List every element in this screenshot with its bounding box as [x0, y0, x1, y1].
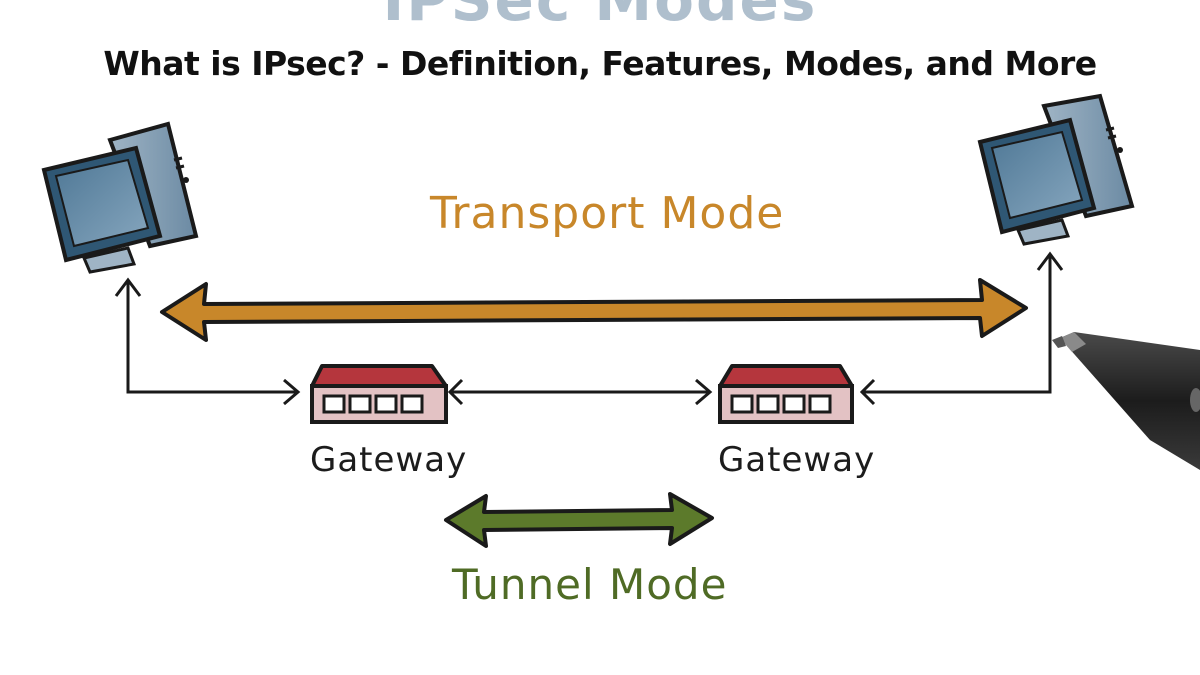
- banner-title: What is IPsec? - Definition, Features, M…: [103, 44, 1097, 83]
- tunnel-mode-label: Tunnel Mode: [452, 560, 728, 609]
- gateway-right-label: Gateway: [718, 440, 876, 480]
- stylus-pen-icon: [1052, 332, 1200, 470]
- tunnel-mode-arrow: [444, 492, 714, 548]
- connector-middle: [447, 378, 713, 406]
- transport-mode-label: Transport Mode: [430, 188, 785, 239]
- cropped-title: IPSec Modes: [382, 0, 818, 34]
- gateway-right-icon: [718, 364, 854, 424]
- connector-left: [114, 277, 301, 406]
- computer-right-icon: [977, 93, 1135, 246]
- transport-mode-arrow: [160, 278, 1028, 342]
- gateway-left-icon: [310, 364, 448, 424]
- computer-left-icon: [41, 121, 199, 274]
- gateway-left-label: Gateway: [310, 440, 468, 480]
- connector-right: [859, 251, 1064, 406]
